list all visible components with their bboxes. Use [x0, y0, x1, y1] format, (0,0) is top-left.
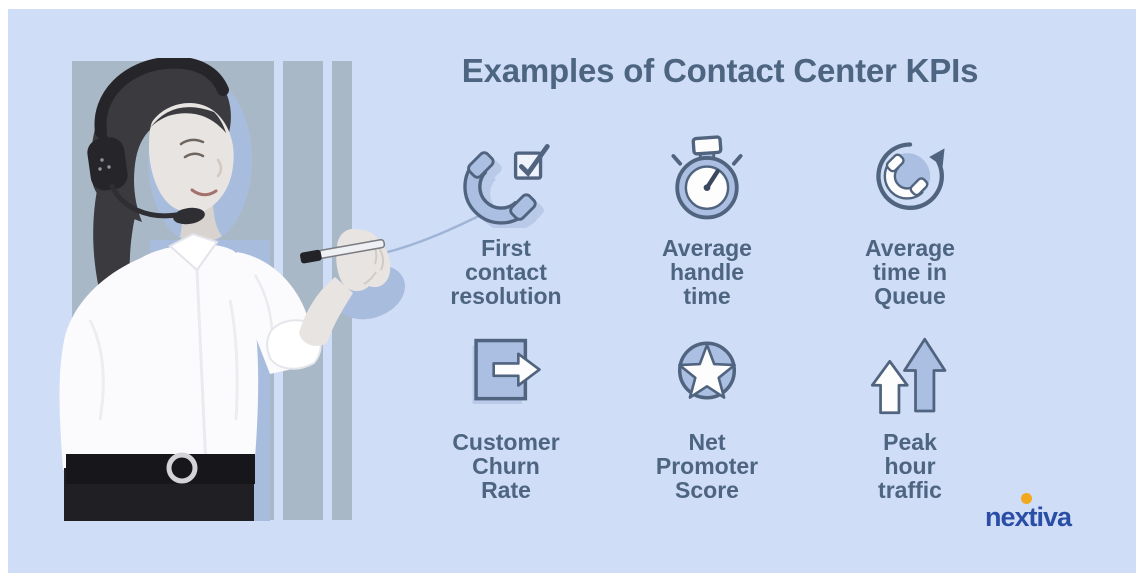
stopwatch-icon	[671, 135, 743, 220]
door-exit-arrow-icon	[472, 338, 541, 404]
nextiva-logo: nextiva	[985, 493, 1072, 535]
page-title: Examples of Contact Center KPIs	[461, 52, 979, 89]
phone-check-icon	[463, 144, 550, 228]
phone-circular-arrow-icon	[876, 142, 945, 210]
star-badge-icon	[677, 341, 737, 400]
agent-photo	[59, 58, 405, 521]
brand-wordmark: nextiva	[985, 502, 1072, 532]
brand-dot-icon	[1021, 493, 1032, 504]
rising-arrows-icon	[870, 337, 947, 415]
infographic-canvas: Examples of Contact Center KPIs	[8, 9, 1136, 573]
